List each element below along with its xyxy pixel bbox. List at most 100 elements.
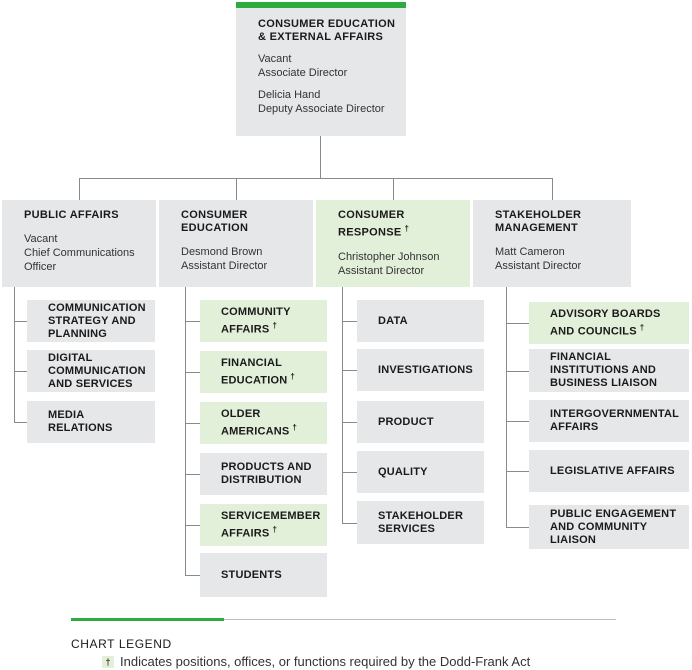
unit-branch-line	[506, 371, 529, 372]
unit-branch-line	[14, 371, 27, 372]
legend-rule-gray	[71, 619, 616, 620]
unit-box: PRODUCT	[357, 401, 484, 443]
division-drop-line	[393, 178, 394, 200]
root-person1-role: Associate Director	[258, 67, 348, 79]
unit-label-line: PRODUCT	[378, 415, 434, 428]
unit-label-line: QUALITY	[378, 465, 428, 478]
unit-label-line: AFFAIRS†	[221, 524, 278, 540]
unit-label: INVESTIGATIONS	[378, 349, 480, 391]
spacer	[24, 222, 135, 232]
division-title: RESPONSE†	[338, 224, 410, 239]
unit-branch-line	[342, 523, 357, 524]
dodd-frank-dagger-icon: †	[639, 322, 645, 332]
unit-label-line: EDUCATION†	[221, 371, 296, 387]
division-title: CONSUMER	[181, 209, 248, 221]
spacer	[495, 235, 581, 245]
division-person-name: Christopher Johnson	[338, 250, 440, 263]
dodd-frank-dagger-icon: †	[292, 422, 298, 432]
unit-label-line: INSTITUTIONS AND	[550, 364, 657, 376]
unit-label-line: STRATEGY AND	[48, 314, 136, 327]
unit-box: FINANCIAL EDUCATION†	[200, 351, 327, 393]
unit-label-line: AFFAIRS†	[221, 320, 278, 336]
unit-branch-line	[14, 321, 27, 322]
unit-label-lines: PRODUCT	[378, 416, 434, 429]
unit-branch-line	[506, 323, 529, 324]
unit-label-line: PRODUCTS AND	[221, 461, 312, 473]
dodd-frank-dagger-icon: †	[272, 524, 278, 534]
root-box: CONSUMER EDUCATION & EXTERNAL AFFAIRS Va…	[236, 2, 406, 136]
unit-branch-line	[185, 372, 200, 373]
unit-label: FINANCIAL EDUCATION†	[221, 351, 323, 393]
unit-label-line: INVESTIGATIONS	[378, 363, 473, 376]
spacer	[181, 235, 267, 245]
unit-label-line: AND SERVICES	[48, 377, 133, 390]
unit-label-line: STAKEHOLDER	[378, 509, 464, 522]
unit-label-line: DISTRIBUTION	[221, 474, 302, 486]
unit-label-line: COMMUNICATION	[48, 364, 146, 377]
unit-label: OLDER AMERICANS†	[221, 402, 323, 444]
unit-branch-line	[185, 423, 200, 424]
unit-label-line: BUSINESS LIAISON	[550, 377, 658, 389]
unit-branch-line	[185, 525, 200, 526]
unit-label-line: OLDER	[221, 407, 261, 420]
unit-label-lines: QUALITY	[378, 466, 428, 479]
division-person-role: Assistant Director	[495, 260, 582, 272]
unit-branch-line	[185, 321, 200, 322]
root-connector	[320, 136, 321, 178]
unit-label-line: AFFAIRS	[550, 421, 599, 433]
unit-box: STUDENTS	[200, 553, 327, 597]
unit-branch-line	[14, 422, 27, 423]
unit-label-line: AMERICANS†	[221, 422, 298, 438]
dodd-frank-dagger-icon: †	[272, 320, 278, 330]
root-person2-role: Deputy Associate Director	[258, 103, 385, 115]
unit-trunk-line	[342, 287, 343, 524]
unit-branch-line	[506, 471, 529, 472]
unit-label-line: DATA	[378, 314, 408, 327]
division-title: PUBLIC AFFAIRS	[24, 209, 119, 221]
division-title: MANAGEMENT	[495, 222, 579, 234]
unit-label-lines: FINANCIAL EDUCATION†	[221, 357, 295, 388]
unit-box: OLDER AMERICANS†	[200, 402, 327, 444]
unit-label: PRODUCT	[378, 401, 480, 443]
root-title-line2: & EXTERNAL AFFAIRS	[258, 31, 384, 43]
unit-label-line: AND COMMUNITY	[550, 520, 648, 533]
division-person-name: Matt Cameron	[495, 246, 565, 258]
legend-title: CHART LEGEND	[71, 637, 172, 651]
unit-label-line: PLANNING	[48, 327, 108, 340]
unit-label-line: FINANCIAL	[221, 356, 283, 369]
division-person-role: Officer	[24, 261, 57, 273]
division-drop-line	[236, 178, 237, 200]
unit-label-line: PUBLIC ENGAGEMENT	[550, 507, 677, 520]
unit-trunk-line	[506, 287, 507, 528]
unit-branch-line	[342, 370, 357, 371]
unit-label-line: STUDENTS	[221, 568, 282, 581]
division-person-name: Vacant	[24, 233, 58, 245]
unit-label-lines: INVESTIGATIONS	[378, 364, 473, 377]
